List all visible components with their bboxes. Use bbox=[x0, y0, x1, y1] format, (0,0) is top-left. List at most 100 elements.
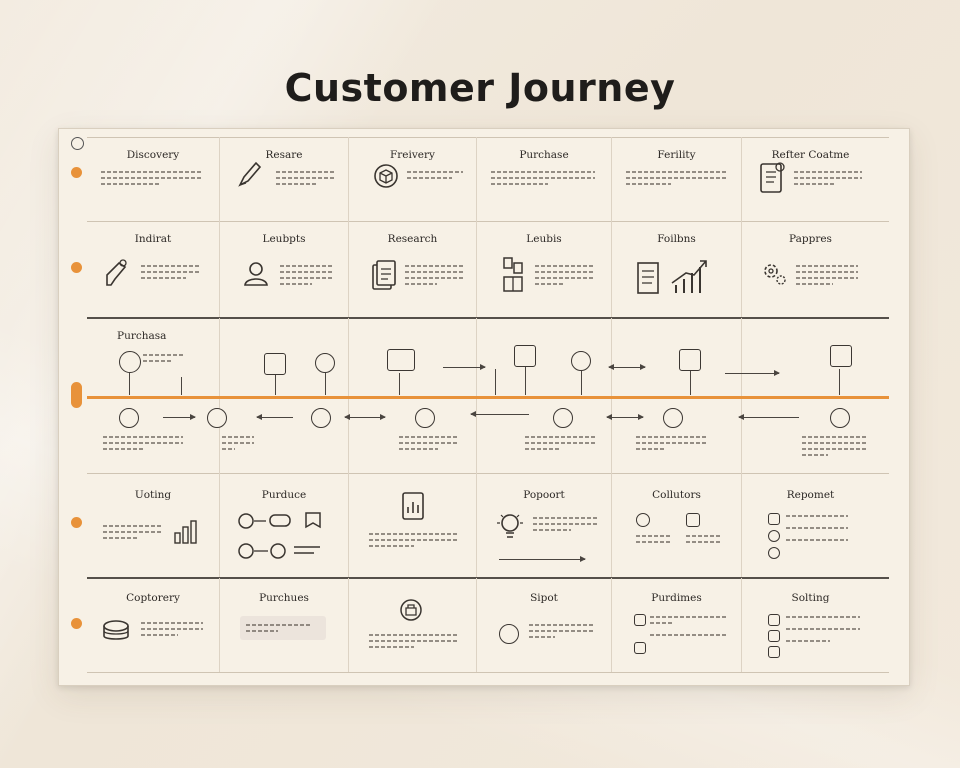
stage-cell: Uoting bbox=[87, 473, 220, 577]
touchpoint-icon bbox=[768, 630, 780, 642]
card-icon bbox=[679, 349, 701, 371]
stage-description bbox=[407, 167, 463, 183]
flow-arrow bbox=[499, 556, 586, 562]
flow-arrow bbox=[470, 411, 529, 417]
stage-description bbox=[636, 432, 706, 454]
row-marker-2 bbox=[71, 262, 82, 273]
stage-description bbox=[525, 432, 595, 454]
stage-description bbox=[141, 261, 201, 283]
flow-cell bbox=[349, 318, 477, 473]
journey-board: Discovery Resare Freivery Purchase Feril… bbox=[58, 128, 910, 686]
touchpoint-icon bbox=[634, 614, 646, 626]
stage-cell: Purchase bbox=[477, 137, 612, 221]
stage-title: Leubpts bbox=[262, 233, 306, 245]
flow-arrow bbox=[163, 414, 196, 420]
device-icon bbox=[264, 353, 286, 375]
stage-cell: Sipot bbox=[477, 578, 612, 672]
stage-title: Coptorery bbox=[126, 592, 180, 604]
stage-cell: Purdimes bbox=[612, 578, 742, 672]
touchpoint-icon bbox=[768, 614, 780, 626]
user-icon bbox=[242, 259, 270, 287]
connector bbox=[525, 367, 526, 395]
touchpoint-node bbox=[207, 408, 227, 428]
stage-description bbox=[796, 261, 858, 289]
stage-cell: Leubpts bbox=[220, 221, 349, 317]
flow-arrow bbox=[443, 364, 486, 370]
stage-title: Purduce bbox=[261, 489, 307, 501]
flow-row: Purchasa bbox=[87, 318, 889, 473]
location-icon bbox=[499, 624, 519, 644]
stage-title: Leubis bbox=[526, 233, 562, 245]
stage-cell: Refter Coatme bbox=[742, 137, 879, 221]
stage-cell: Solting bbox=[742, 578, 879, 672]
connector bbox=[129, 373, 130, 395]
stage-description bbox=[626, 167, 726, 189]
stage-description bbox=[103, 521, 161, 543]
stage-title: Foilbns bbox=[657, 233, 696, 245]
stage-title: Ferility bbox=[657, 149, 696, 161]
flow-cell bbox=[477, 318, 612, 473]
flow-cell bbox=[220, 318, 349, 473]
stage-cell: Foilbns bbox=[612, 221, 742, 317]
connector bbox=[581, 371, 582, 395]
process-flow-icon bbox=[238, 511, 328, 561]
journey-timeline bbox=[87, 396, 889, 399]
touchpoint-icon bbox=[768, 646, 780, 658]
row-divider bbox=[87, 221, 889, 222]
row-marker-1 bbox=[71, 167, 82, 178]
touchpoint-icon bbox=[768, 530, 780, 542]
stage-cell: Discovery bbox=[87, 137, 220, 221]
stage-description bbox=[280, 261, 334, 289]
stage-cell: Indirat bbox=[87, 221, 220, 317]
row-divider bbox=[87, 137, 889, 138]
stage-description bbox=[405, 261, 463, 289]
stage-description bbox=[686, 531, 722, 547]
browser-icon bbox=[387, 349, 415, 371]
touchpoint-node bbox=[553, 408, 573, 428]
stage-description bbox=[103, 432, 183, 454]
stage-title: Purchues bbox=[259, 592, 309, 604]
stage-description bbox=[399, 432, 459, 454]
stage-title: Collutors bbox=[652, 489, 701, 501]
search-icon bbox=[571, 351, 591, 371]
stage-title: Purchase bbox=[519, 149, 569, 161]
stage-cell: Ferility bbox=[612, 137, 742, 221]
stage-cell: Resare bbox=[220, 137, 349, 221]
stage-description bbox=[786, 612, 860, 646]
stage-cell: Repomet bbox=[742, 473, 879, 577]
connector bbox=[495, 369, 496, 395]
binder-ring-icon bbox=[71, 137, 84, 150]
touchpoint-node bbox=[311, 408, 331, 428]
touchpoint-icon bbox=[634, 642, 646, 654]
growth-chart-icon bbox=[636, 257, 712, 297]
row-divider bbox=[87, 577, 889, 579]
stage-title: Indirat bbox=[134, 233, 172, 245]
row-marker-5 bbox=[71, 618, 82, 629]
flow-arrow bbox=[608, 364, 646, 370]
page-title: Customer Journey bbox=[284, 66, 676, 110]
touchpoint-node bbox=[415, 408, 435, 428]
connector bbox=[325, 373, 326, 395]
phone-icon bbox=[514, 345, 536, 367]
stage-cell: Leubis bbox=[477, 221, 612, 317]
stage-row-2: Indirat Leubpts Research Leubis Foilbns … bbox=[87, 221, 889, 317]
stage-description bbox=[141, 618, 203, 640]
flow-arrow bbox=[256, 414, 293, 420]
flow-arrow bbox=[344, 414, 386, 420]
touchpoint-node bbox=[663, 408, 683, 428]
connector bbox=[275, 375, 276, 395]
stage-description bbox=[246, 624, 310, 632]
gears-icon bbox=[760, 259, 788, 287]
stage-title: Popoort bbox=[523, 489, 565, 501]
stacked-cards-icon bbox=[101, 618, 131, 644]
flow-cell: Purchasa bbox=[87, 318, 220, 473]
stage-title: Repomet bbox=[786, 489, 835, 501]
row-marker-4 bbox=[71, 517, 82, 528]
flow-cell bbox=[612, 318, 742, 473]
stage-description bbox=[636, 531, 672, 547]
touchpoint-icon bbox=[686, 513, 700, 527]
stage-cell: Purduce bbox=[220, 473, 349, 577]
connector bbox=[690, 371, 691, 395]
row-divider bbox=[87, 672, 889, 673]
stage-description bbox=[369, 630, 459, 652]
